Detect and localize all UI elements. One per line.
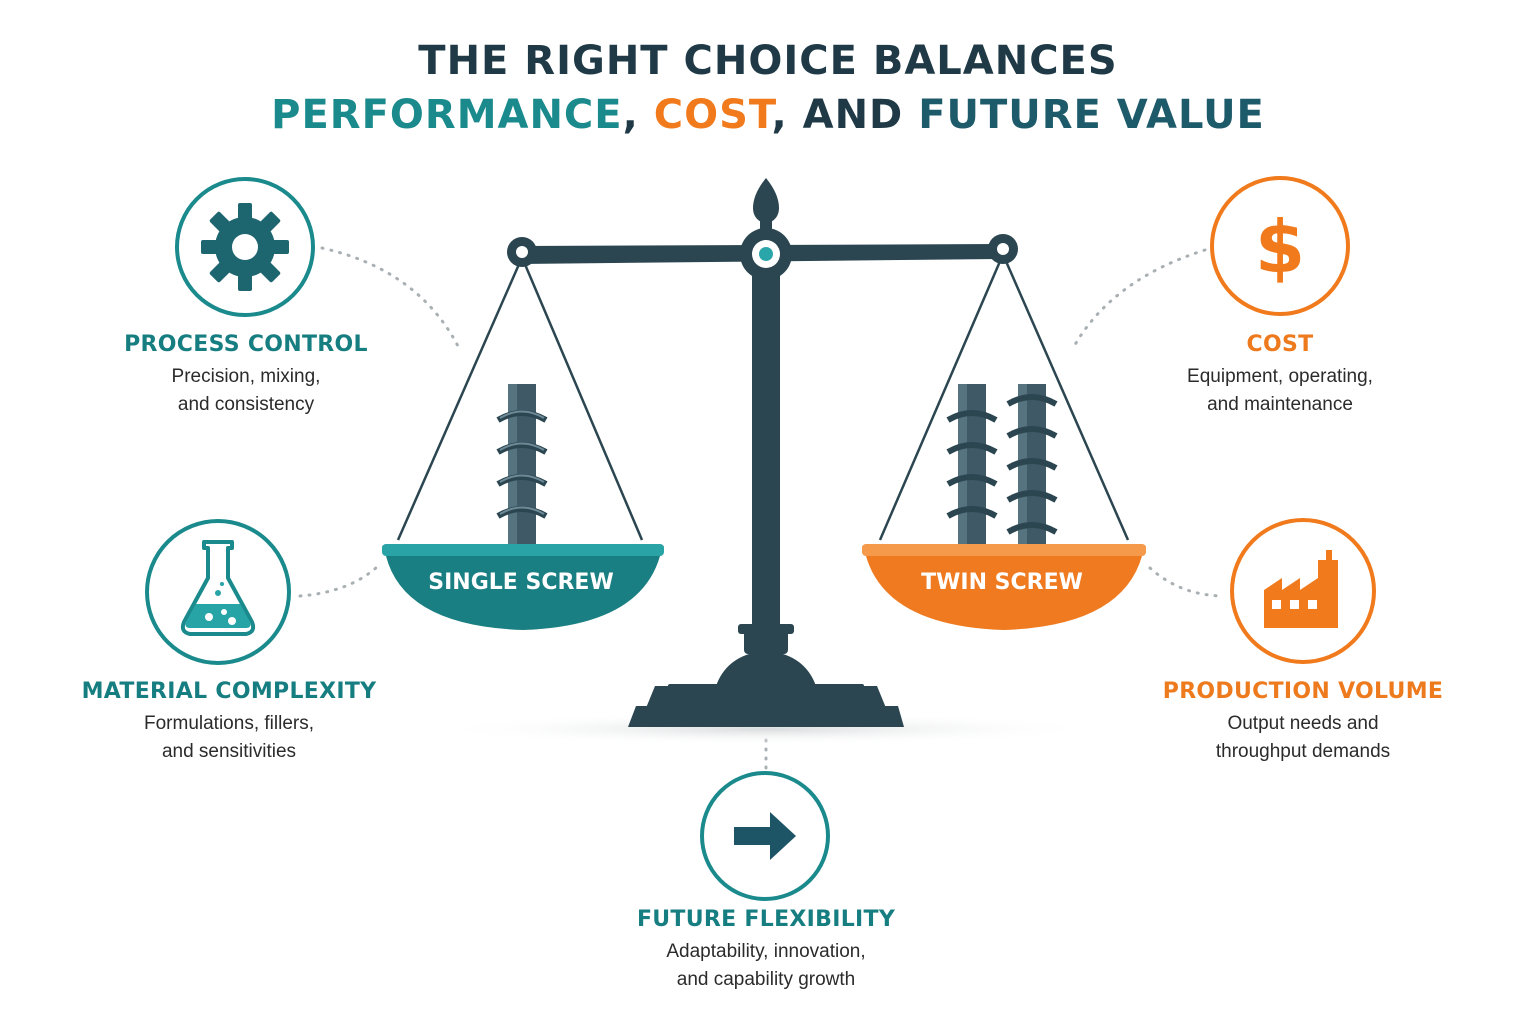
svg-text:$: $ bbox=[1255, 205, 1305, 289]
title-line-1: THE RIGHT CHOICE BALANCES bbox=[418, 38, 1118, 84]
production-volume-desc-line-1: Output needs and bbox=[1227, 713, 1379, 734]
connector-process-control bbox=[320, 246, 462, 352]
production-volume-description: Output needs and throughput demands bbox=[1150, 710, 1456, 766]
connector-cost bbox=[1070, 248, 1207, 352]
process-control-description: Precision, mixing, and consistency bbox=[96, 363, 396, 419]
scale-pillar bbox=[752, 262, 780, 628]
material-complexity-description: Formulations, fillers, and sensitivities bbox=[64, 710, 394, 766]
title-future-value: FUTURE VALUE bbox=[918, 92, 1265, 138]
future-flexibility-desc-line-2: and capability growth bbox=[676, 969, 856, 990]
twin-screw-label: TWIN SCREW bbox=[921, 570, 1083, 595]
pivot-center bbox=[759, 247, 773, 261]
twin-screw-icon bbox=[946, 384, 1058, 548]
process-control-label: PROCESS CONTROL Precision, mixing, and c… bbox=[96, 332, 396, 419]
title-cost: COST bbox=[653, 92, 772, 138]
process-control-desc-line-2: and consistency bbox=[177, 394, 315, 415]
connector-production-volume bbox=[1148, 566, 1224, 598]
title-separator-1: , bbox=[622, 92, 654, 138]
scale-base bbox=[628, 624, 904, 727]
cost-label: COST Equipment, operating, and maintenan… bbox=[1130, 332, 1430, 419]
future-flexibility-desc-line-1: Adaptability, innovation, bbox=[666, 941, 866, 962]
page-title: THE RIGHT CHOICE BALANCES PERFORMANCE, C… bbox=[0, 34, 1536, 142]
arrow-right-icon bbox=[700, 771, 830, 901]
title-line-2: PERFORMANCE, COST, AND FUTURE VALUE bbox=[0, 88, 1536, 142]
dollar-icon: $ bbox=[1210, 176, 1350, 316]
flask-icon bbox=[145, 519, 291, 665]
scale-shadow bbox=[431, 713, 1101, 745]
gear-icon bbox=[175, 177, 315, 317]
single-screw-pan bbox=[382, 544, 664, 630]
process-control-title: PROCESS CONTROL bbox=[124, 332, 368, 357]
cost-title: COST bbox=[1246, 332, 1314, 357]
connector-lines bbox=[298, 246, 1224, 782]
cost-desc-line-2: and maintenance bbox=[1207, 394, 1353, 415]
twin-screw-pan bbox=[862, 544, 1146, 630]
title-performance: PERFORMANCE bbox=[271, 92, 623, 138]
process-control-desc-line-1: Precision, mixing, bbox=[171, 366, 321, 387]
production-volume-desc-line-2: throughput demands bbox=[1215, 741, 1391, 762]
future-flexibility-description: Adaptability, innovation, and capability… bbox=[604, 938, 928, 994]
beam-left-knob-hole bbox=[516, 246, 528, 258]
future-flexibility-label: FUTURE FLEXIBILITY Adaptability, innovat… bbox=[604, 907, 928, 994]
title-separator-2: , AND bbox=[771, 92, 919, 138]
material-complexity-title: MATERIAL COMPLEXITY bbox=[81, 679, 377, 704]
factory-icon bbox=[1230, 518, 1376, 664]
material-complexity-label: MATERIAL COMPLEXITY Formulations, filler… bbox=[64, 679, 394, 766]
pan-strings bbox=[396, 258, 1130, 541]
production-volume-title: PRODUCTION VOLUME bbox=[1162, 679, 1444, 704]
cost-description: Equipment, operating, and maintenance bbox=[1130, 363, 1430, 419]
material-complexity-desc-line-2: and sensitivities bbox=[161, 741, 297, 762]
connector-material-complexity bbox=[298, 564, 380, 598]
beam-right-knob-hole bbox=[997, 243, 1009, 255]
cost-desc-line-1: Equipment, operating, bbox=[1187, 366, 1373, 387]
scale-finial bbox=[753, 178, 779, 224]
material-complexity-desc-line-1: Formulations, fillers, bbox=[144, 713, 314, 734]
single-screw-icon bbox=[496, 384, 548, 548]
production-volume-label: PRODUCTION VOLUME Output needs and throu… bbox=[1150, 679, 1456, 766]
future-flexibility-title: FUTURE FLEXIBILITY bbox=[636, 907, 896, 932]
single-screw-label: SINGLE SCREW bbox=[428, 570, 614, 595]
